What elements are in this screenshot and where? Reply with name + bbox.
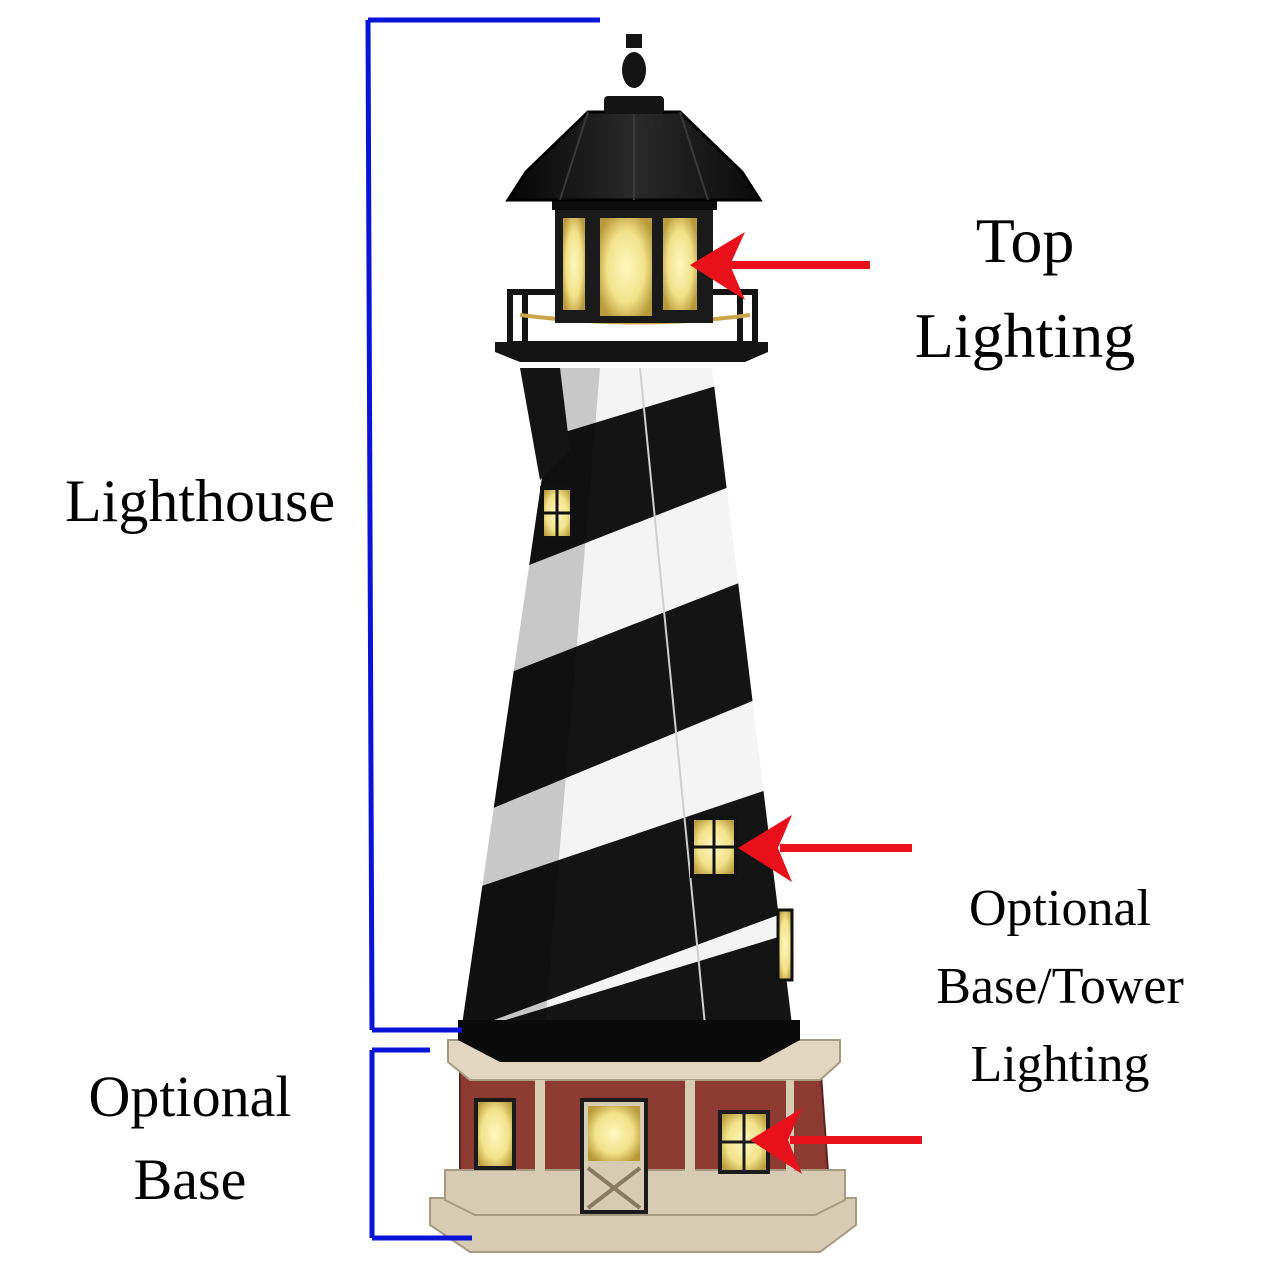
- base-window-left: [474, 1098, 516, 1170]
- label-lighthouse: Lighthouse: [65, 468, 335, 534]
- label-tower-lighting-line1: Optional: [969, 880, 1151, 937]
- arrow-tower-lighting: [738, 815, 912, 882]
- lighthouse-bracket: [365, 17, 600, 1033]
- arrow-top-lighting: [690, 232, 870, 300]
- lantern-room: [495, 34, 768, 362]
- lantern-glass: [600, 218, 652, 316]
- label-top-lighting-line1: Top: [975, 205, 1075, 276]
- finial: [622, 52, 646, 88]
- arrow-base-lighting: [750, 1108, 922, 1174]
- label-optional-base-line1: Optional: [88, 1064, 292, 1129]
- label-optional-base-line2: Base: [133, 1147, 247, 1212]
- lighthouse-tower: [458, 368, 800, 1062]
- optional-base: [429, 1039, 857, 1253]
- label-tower-lighting-line2: Base/Tower: [936, 958, 1184, 1015]
- label-top-lighting-line2: Lighting: [914, 300, 1136, 371]
- label-tower-lighting-line3: Lighting: [970, 1036, 1150, 1093]
- optional-base-bracket: [369, 1047, 472, 1241]
